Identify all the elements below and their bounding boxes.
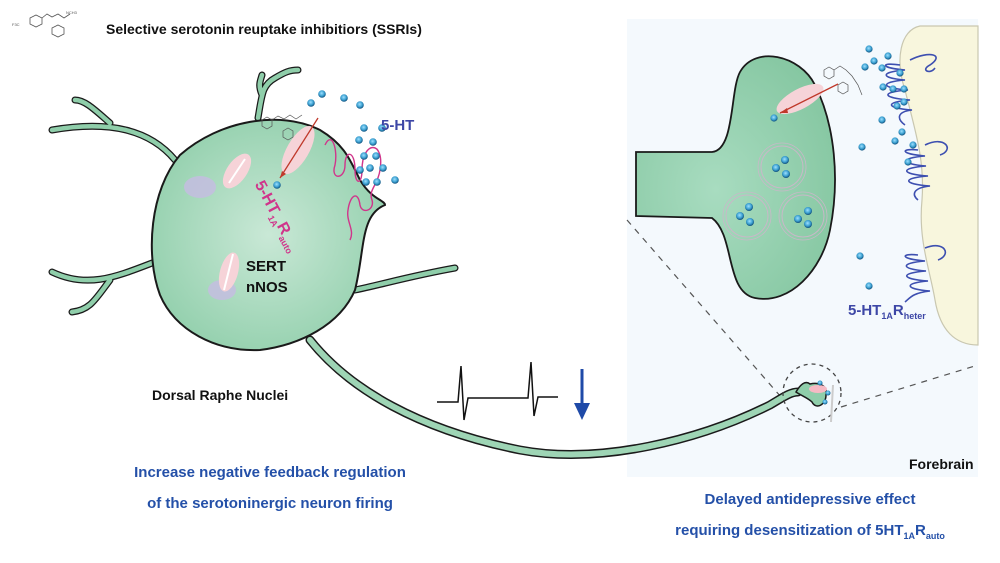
autoreceptor-5ht1a (324, 138, 382, 241)
right-caption-line: requiring desensitization of 5HT1ARauto (640, 515, 980, 552)
nnos-label: nNOS (246, 279, 288, 296)
ssri-blocked-sert-icon (279, 117, 319, 179)
neuron-firing-trace-icon (437, 361, 558, 421)
left-caption-line: of the serotoninergic neuron firing (147, 495, 393, 512)
right-caption-r: R (915, 522, 926, 539)
serotonin-label: 5-HT (381, 117, 415, 134)
right-caption-subtype: 1A (903, 531, 916, 541)
right-caption-text: requiring desensitization of 5HT (675, 522, 904, 539)
fluoxetine-structure-icon (261, 114, 303, 141)
forebrain-label: Forebrain (909, 456, 974, 472)
dorsal-raphe-label: Dorsal Raphe Nuclei (152, 387, 289, 403)
heteroreceptor-label-main: 5-HT (848, 302, 882, 319)
right-caption: Delayed antidepressive effect requiring … (640, 484, 980, 552)
sert-transporter-icon (184, 153, 252, 198)
heteroreceptor-label-suffix: heter (903, 311, 926, 321)
sert-label: SERT (246, 258, 287, 275)
heteroreceptor-label-r: R (892, 302, 904, 319)
postsynaptic-cell (899, 25, 979, 346)
serotonin-molecules-right (736, 45, 917, 290)
ssri-blocked-sert-icon (776, 83, 839, 115)
heteroreceptor-label: 5-HT1ARheter (848, 302, 926, 321)
heteroreceptor-label-subtype: 1A (881, 311, 893, 321)
svg-text:F3C: F3C (12, 22, 20, 27)
zoom-circle (782, 363, 842, 423)
nnos-icon (208, 252, 240, 300)
ssri-blocked-sert-icon (809, 385, 827, 393)
fluoxetine-structure-icon (823, 65, 863, 96)
right-caption-suffix: auto (925, 531, 945, 541)
transporter-labels: SERT nNOS (246, 256, 288, 298)
page-title: Selective serotonin reuptake inhibitiors… (106, 21, 422, 37)
decreased-firing-arrow-icon (574, 369, 590, 420)
svg-text:NCH3: NCH3 (66, 10, 78, 15)
presynaptic-terminal (635, 55, 836, 300)
right-caption-line: Delayed antidepressive effect (704, 491, 916, 508)
heteroreceptors-5ht1a (884, 53, 948, 303)
serotonin-molecules-left (273, 90, 399, 189)
zoom-guide-line (626, 219, 782, 398)
synaptic-vesicles (722, 142, 828, 241)
left-caption: Increase negative feedback regulation of… (100, 457, 440, 519)
fluoxetine-structure-icon: F3C NCH3 (12, 10, 78, 38)
left-caption-line: Increase negative feedback regulation (134, 464, 406, 481)
